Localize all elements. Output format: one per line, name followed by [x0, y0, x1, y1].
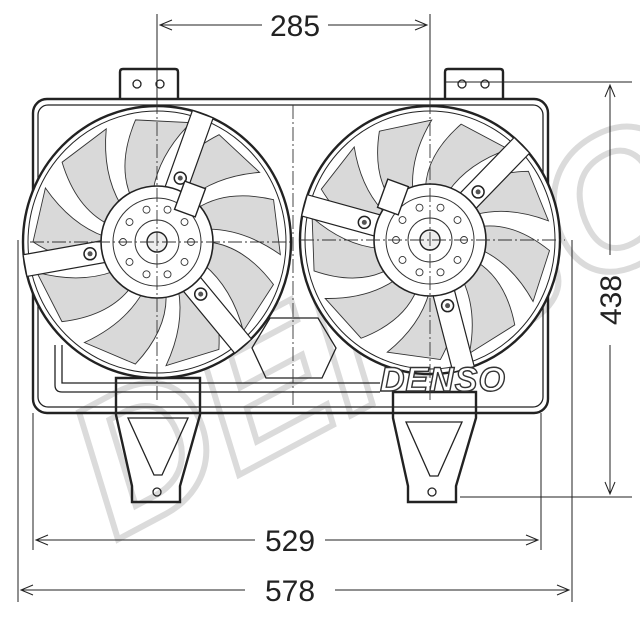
electrical-connector [376, 178, 410, 216]
bottom-brackets [114, 376, 478, 504]
fan-blade [61, 127, 122, 225]
fan-blade [324, 278, 418, 339]
dimension-578: 578 [265, 575, 315, 608]
fan-blade [196, 195, 281, 256]
electrical-connector [173, 180, 207, 218]
fan-blade [479, 225, 551, 303]
center-lines [30, 100, 565, 408]
dimension-285: 285 [270, 10, 320, 43]
fan-blade [203, 241, 275, 333]
dimension-lines [17, 14, 632, 602]
fan-blade [35, 270, 132, 323]
fan-blade [124, 119, 192, 198]
shroud-opening [251, 317, 337, 379]
dimension-438: 438 [595, 275, 628, 325]
fans [21, 104, 562, 380]
dimension-529: 529 [265, 525, 315, 558]
denso-logo: DENSO [380, 361, 506, 399]
fan-blade [83, 291, 167, 365]
wire-channel [54, 345, 380, 393]
top-mount-tabs [118, 67, 505, 100]
